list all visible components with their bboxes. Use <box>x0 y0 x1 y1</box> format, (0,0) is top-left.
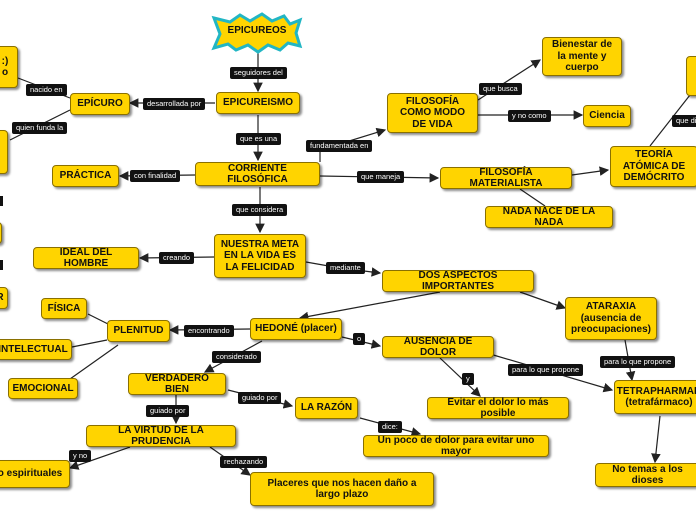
node-fisica: FÍSICA <box>41 298 87 319</box>
node-ausencia-dolor: AUSENCIA DE DOLOR <box>382 336 494 358</box>
line-ausencia-evitar <box>439 357 481 397</box>
node-ciencia: Ciencia <box>583 105 631 127</box>
line-filomat-teoria <box>571 166 610 176</box>
link-guiado-por-2: guiado por <box>146 405 190 417</box>
node-la-razon: LA RAZÓN <box>295 397 358 419</box>
node-left-edge-r: R <box>0 287 8 309</box>
link-desarrollada: desarrollada por <box>143 98 206 110</box>
node-teoria-atomica: TEORÍA ATÓMICA DE DEMÓCRITO <box>610 146 696 187</box>
link-quien-funda: quien funda la <box>12 122 68 134</box>
node-practica: PRÁCTICA <box>52 165 119 187</box>
node-ideal-hombre: IDEAL DEL HOMBRE <box>33 247 139 269</box>
link-dice: dice: <box>378 421 402 433</box>
node-corriente-filosofica: CORRIENTE FILOSÓFICA <box>195 162 320 186</box>
left-mark-1 <box>0 196 3 206</box>
node-left-edge-mid <box>0 130 8 174</box>
node-filosofia-vida: FILOSOFÍA COMO MODO DE VIDA <box>387 93 478 133</box>
link-guiado-por-1: guiado por <box>238 392 282 404</box>
node-poco-dolor: Un poco de dolor para evitar uno mayor <box>363 435 549 457</box>
node-filosofia-materialista: FILOSOFÍA MATERIALISTA <box>440 167 572 189</box>
link-y: y <box>462 373 474 385</box>
node-epicureismo: EPICUREISMO <box>216 92 300 114</box>
line-plenitud-fisica <box>87 313 111 326</box>
link-considerado: considerado <box>212 351 261 363</box>
link-y-no-como: y no como <box>508 110 551 122</box>
link-encontrando: encontrando <box>184 325 234 337</box>
line-tetra-notemas <box>651 415 661 464</box>
node-verdadero-bien: VERDADERO BIEN <box>128 373 226 395</box>
link-con-finalidad: con finalidad <box>130 170 181 182</box>
node-intelectual: INTELECTUAL <box>0 339 72 360</box>
node-tetrapharmakos: TETRAPHARMAK (tetrafármaco) <box>614 380 696 414</box>
line-filomat-nada <box>519 188 546 207</box>
node-hedone: HEDONÉ (placer) <box>250 318 342 340</box>
link-que-es: que es una <box>236 133 282 145</box>
link-nacido: nacido en <box>26 84 67 96</box>
left-mark-2 <box>0 260 3 270</box>
link-o: o <box>353 333 366 345</box>
node-bienestar: Bienestar de la mente y cuerpo <box>542 37 622 76</box>
link-seguidores: seguidores del <box>230 67 287 79</box>
line-dos-ataraxia <box>519 291 567 310</box>
link-que-maneja: que maneja <box>357 171 405 183</box>
link-para-lo-que-propone-1: para lo que propone <box>508 364 584 376</box>
link-que-considera: que considera <box>232 204 288 216</box>
node-dos-aspectos: DOS ASPECTOS IMPORTANTES <box>382 270 534 292</box>
node-nada-nace: NADA NACE DE LA NADA <box>485 206 613 228</box>
node-no-temas: No temas a los dioses <box>595 463 696 487</box>
node-emocional: EMOCIONAL <box>8 378 78 399</box>
root-node-epicureos: EPICUREOS <box>227 25 287 36</box>
link-para-lo-que-propone-2: para lo que propone <box>600 356 676 368</box>
root-star-shape <box>211 12 303 54</box>
link-y-no: y no <box>69 450 92 462</box>
line-teoria-top <box>649 94 691 147</box>
node-right-edge-top <box>686 56 696 96</box>
node-placeres: Placeres que nos hacen daño a largo plaz… <box>250 472 434 506</box>
line-plenitud-intelectual <box>71 339 108 348</box>
node-epicuro: EPÍCURO <box>70 93 130 115</box>
link-que-dice: que di <box>672 115 696 127</box>
link-creando: creando <box>159 252 195 264</box>
link-mediante: mediante <box>326 262 365 274</box>
line-dos-hedone <box>298 291 441 322</box>
node-espirituales: o espirituales <box>0 460 70 488</box>
node-left-edge-small-1 <box>0 222 2 244</box>
link-fundamentada: fundamentada en <box>306 140 373 152</box>
node-evitar-dolor: Evitar el dolor lo más posible <box>427 397 569 419</box>
line-virtud-espirituales <box>68 446 131 470</box>
node-ataraxia: ATARAXIA (ausencia de preocupaciones) <box>565 297 657 340</box>
link-rechazando: rechazando <box>220 456 268 468</box>
node-plenitud: PLENITUD <box>107 320 170 342</box>
node-virtud-prudencia: LA VIRTUD DE LA PRUDENCIA <box>86 425 236 447</box>
node-nuestra-meta: NUESTRA META EN LA VIDA ES LA FELICIDAD <box>214 234 306 278</box>
node-left-edge-top: :) o <box>0 46 18 88</box>
link-que-busca: que busca <box>479 83 522 95</box>
line-plenitud-emocional <box>69 344 119 380</box>
